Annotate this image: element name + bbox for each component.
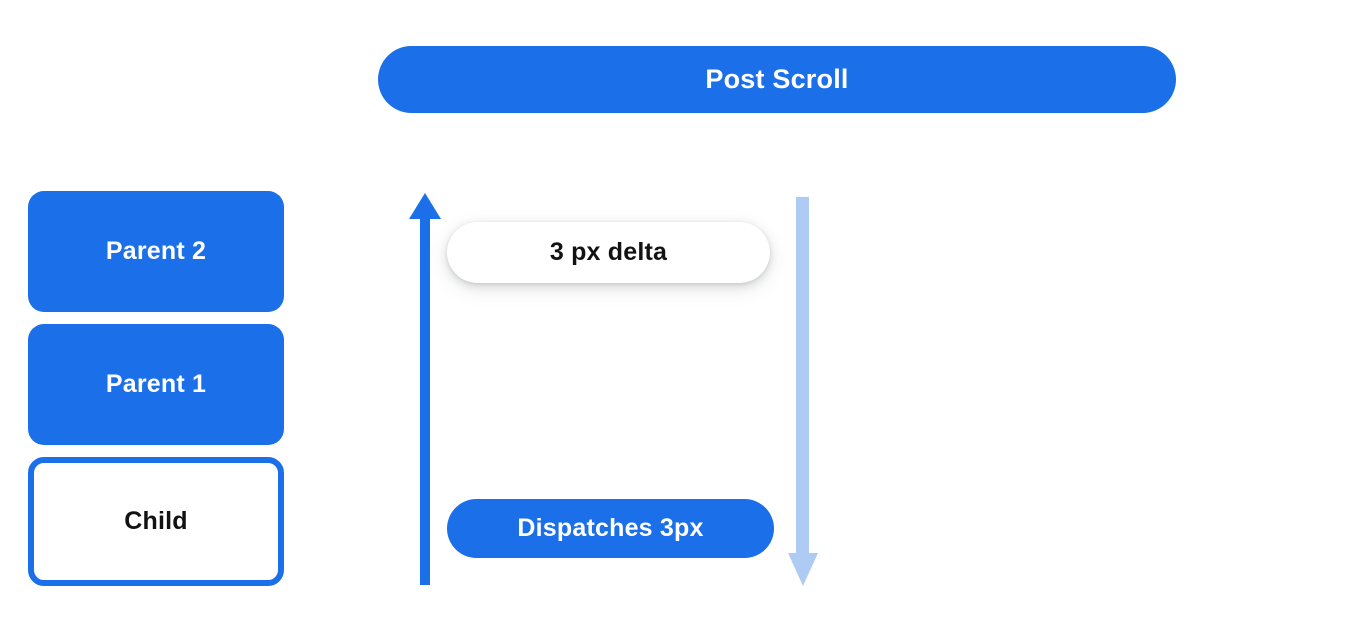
- dispatch-pill-label: Dispatches 3px: [517, 514, 704, 542]
- scroll-up-arrow-icon: [408, 193, 442, 585]
- delta-pill-label: 3 px delta: [549, 238, 668, 266]
- node-parent-2-label: Parent 2: [105, 237, 207, 265]
- node-parent-1-label: Parent 1: [105, 370, 207, 398]
- node-child: Child: [28, 457, 284, 586]
- post-scroll-banner: Post Scroll: [378, 46, 1176, 113]
- node-parent-2: Parent 2: [28, 191, 284, 312]
- node-child-label: Child: [124, 507, 188, 535]
- post-scroll-banner-label: Post Scroll: [705, 64, 849, 94]
- node-parent-1: Parent 1: [28, 324, 284, 445]
- dispatch-pill: Dispatches 3px: [447, 499, 774, 558]
- node-stack: Parent 2 Parent 1 Child: [28, 191, 284, 598]
- delta-pill: 3 px delta: [447, 222, 770, 283]
- dispatch-down-arrow-icon: [788, 197, 818, 587]
